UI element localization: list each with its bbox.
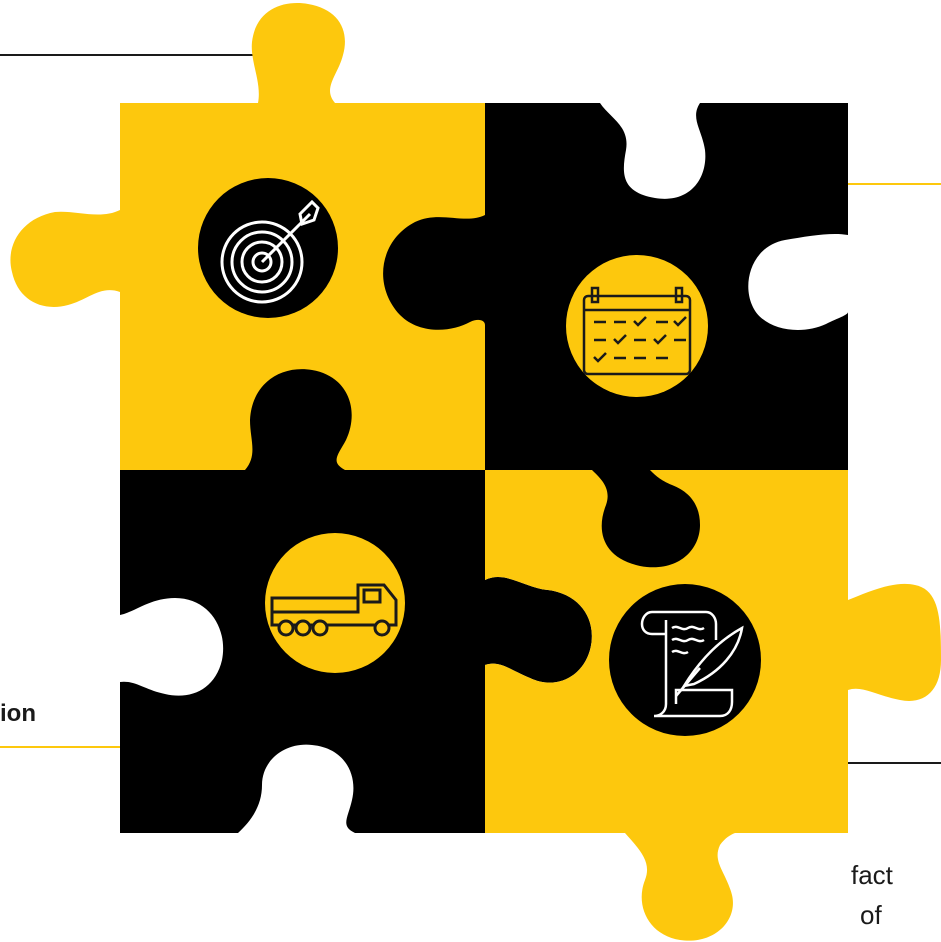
left-label-fragment: ion bbox=[0, 700, 36, 727]
scroll-quill-icon bbox=[640, 610, 744, 718]
target-icon-group bbox=[198, 178, 338, 318]
right-text-fragment-1: fact bbox=[851, 860, 893, 890]
right-text-fragment-2: of bbox=[860, 900, 882, 930]
calendar-icon bbox=[582, 286, 692, 376]
truck-icon bbox=[270, 583, 398, 637]
scroll-quill-icon-group bbox=[609, 584, 761, 736]
target-icon bbox=[220, 199, 320, 304]
puzzle-notches-bottom-left bbox=[120, 598, 355, 833]
truck-icon-group bbox=[265, 533, 405, 673]
puzzle-notches-top-right bbox=[600, 103, 848, 330]
puzzle-tab-top-right-down bbox=[592, 470, 700, 568]
calendar-icon-group bbox=[566, 255, 708, 397]
